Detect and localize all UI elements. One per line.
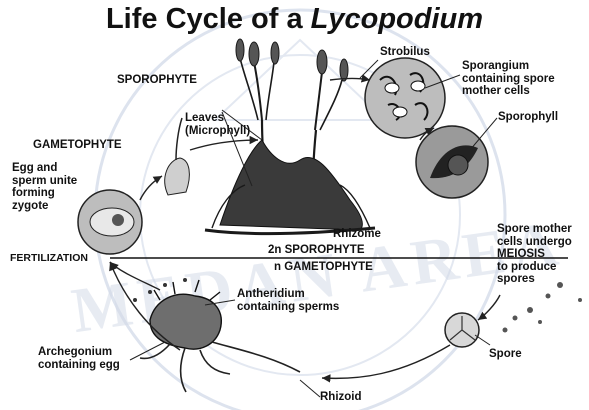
spore-dots [503,282,583,333]
label-rhizome: Rhizome [333,228,381,241]
label-strobilus: Strobilus [380,46,430,59]
label-archegonium: Archegonium containing egg [38,346,120,371]
label-sporophyte: SPOROPHYTE [117,74,197,87]
spore-drawing [445,313,479,347]
sporophyll-detail [416,126,488,198]
zygote-detail [78,190,142,254]
label-n-gametophyte: n GAMETOPHYTE [274,261,373,274]
label-meiosis: Spore mothercells undergoMEIOSISto produ… [497,223,572,286]
label-fertilization: FERTILIZATION [10,252,88,265]
label-spore: Spore [489,348,522,361]
sporangium-detail [365,58,445,138]
label-sporophyll: Sporophyll [498,111,558,124]
label-rhizoid: Rhizoid [320,391,362,404]
label-leaves: Leaves (Microphyll) [185,112,250,137]
label-egg-sperm: Egg and sperm unite forming zygote [12,162,77,212]
label-gametophyte: GAMETOPHYTE [33,139,122,152]
label-2n-sporophyte: 2n SPOROPHYTE [268,244,365,257]
label-antheridium: Antheridium containing sperms [237,288,339,313]
label-sporangium: Sporangium containing spore mother cells [462,60,555,98]
